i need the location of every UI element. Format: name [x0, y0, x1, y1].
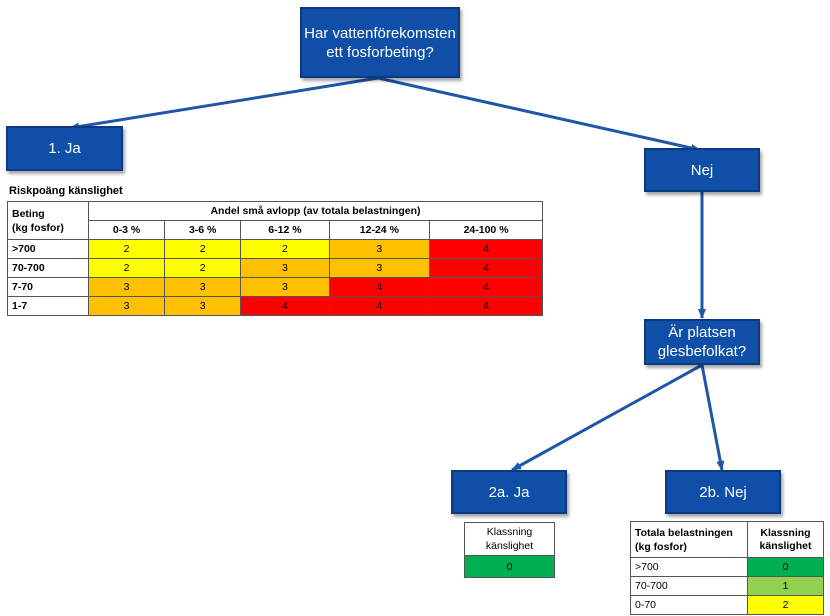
risk-cell: 3: [328, 258, 431, 278]
risk-cell: 2: [240, 239, 330, 259]
arrow-root-to-yes: [69, 76, 379, 131]
risk-cell: 4: [429, 277, 543, 297]
yes-box-1-text: 1. Ja: [48, 140, 81, 157]
class-2b-value: 0: [747, 557, 824, 577]
risk-cell: 4: [429, 296, 543, 316]
table-row: 7-70 3 3 3 4 4: [7, 277, 543, 297]
no-box-1: Nej: [644, 148, 760, 192]
class-2b-col2-header: Klassning känslighet: [747, 521, 824, 558]
risk-row-label: >700: [7, 239, 89, 259]
yes-box-1: 1. Ja: [6, 126, 123, 171]
table-row: >700 0: [630, 557, 824, 577]
class-2b-col1-header: Totala belastningen (kg fosfor): [630, 521, 748, 558]
class-2b-row-label: >700: [630, 557, 748, 577]
class-2b-value: 1: [747, 576, 824, 596]
risk-cell: 2: [164, 239, 242, 259]
risk-cell: 3: [164, 296, 242, 316]
risk-cell: 4: [328, 296, 431, 316]
table-row: 70-700 1: [630, 576, 824, 596]
class-2b-table: Totala belastningen (kg fosfor) Klassnin…: [630, 521, 824, 615]
risk-cell: 4: [328, 277, 431, 297]
risk-cell: 3: [328, 239, 431, 259]
risk-col-header: 0-3 %: [87, 220, 166, 240]
table-row: >700 2 2 2 3 4: [7, 239, 543, 259]
risk-col-header: 6-12 %: [240, 220, 330, 240]
risk-span-header: Andel små avlopp (av totala belastningen…: [88, 201, 543, 221]
risk-col-header: 3-6 %: [164, 220, 242, 240]
table-row: 1-7 3 3 4 4 4: [7, 296, 543, 316]
root-question-text: Har vattenförekomsten ett fosforbeting?: [304, 24, 456, 61]
risk-cell: 4: [429, 258, 543, 278]
risk-table-caption: Riskpoäng känslighet: [9, 185, 123, 197]
class-2b-row-label: 0-70: [630, 595, 748, 615]
table-row: 70-700 2 2 3 3 4: [7, 258, 543, 278]
risk-cell: 2: [164, 258, 242, 278]
risk-cell: 3: [87, 277, 166, 297]
risk-col-header: 24-100 %: [429, 220, 543, 240]
arrow-sparse-to-yes: [511, 363, 703, 472]
risk-cell: 2: [87, 239, 166, 259]
no-box-2b-text: 2b. Nej: [699, 483, 747, 501]
sparse-question-text: Är platsen glesbefolkat?: [657, 324, 747, 360]
table-row: 0-70 2: [630, 595, 824, 615]
risk-cell: 3: [240, 277, 330, 297]
risk-cell: 4: [240, 296, 330, 316]
sparse-question-box: Är platsen glesbefolkat?: [644, 319, 760, 365]
no-box-2b: 2b. Nej: [665, 470, 781, 514]
arrow-sparse-to-no: [700, 364, 725, 471]
risk-cell: 3: [164, 277, 242, 297]
class-2a-value: 0: [464, 555, 555, 578]
risk-col-header: 12-24 %: [328, 220, 431, 240]
yes-box-2a-text: 2a. Ja: [488, 483, 530, 501]
risk-cell: 3: [87, 296, 166, 316]
risk-cell: 3: [240, 258, 330, 278]
class-2b-value: 2: [747, 595, 824, 615]
risk-cell: 2: [87, 258, 166, 278]
risk-row-label: 7-70: [7, 277, 89, 297]
risk-row-label: 70-700: [7, 258, 89, 278]
class-2b-row-label: 70-700: [630, 576, 748, 596]
arrow-root-to-no: [377, 76, 701, 152]
risk-score-table: Beting (kg fosfor) Andel små avlopp (av …: [7, 201, 543, 316]
class-2a-header: Klassning känslighet: [464, 522, 555, 556]
risk-row-header: Beting (kg fosfor): [7, 201, 89, 240]
no-box-1-text: Nej: [690, 161, 714, 179]
risk-row-label: 1-7: [7, 296, 89, 316]
risk-cell: 4: [429, 239, 543, 259]
class-2a-table: Klassning känslighet 0: [464, 522, 555, 578]
yes-box-2a: 2a. Ja: [451, 470, 567, 514]
root-question-box: Har vattenförekomsten ett fosforbeting?: [300, 7, 460, 78]
